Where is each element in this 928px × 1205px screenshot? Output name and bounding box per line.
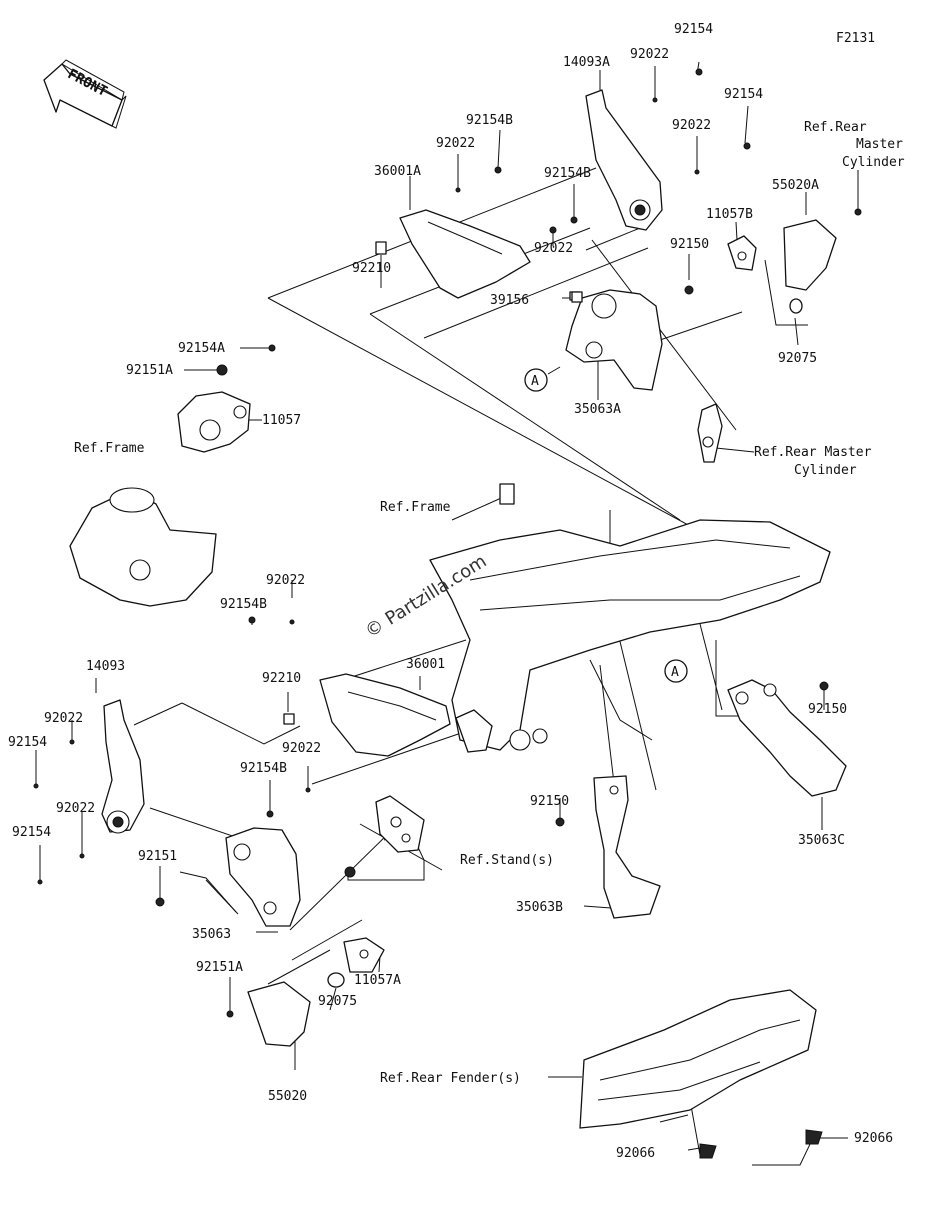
fastener-icons (33, 68, 862, 1018)
callout-label: A (671, 665, 679, 680)
label-11057a: 11057A (354, 973, 401, 988)
label-ref-rear-master: Ref.Rear Master (754, 445, 872, 460)
label-92151: 92151 (138, 849, 177, 864)
part-36001a (375, 209, 531, 299)
label-92150: 92150 (808, 702, 847, 717)
part-11057a (343, 937, 385, 973)
label-ref-rear-fenders: Ref.Rear Fender(s) (380, 1071, 521, 1086)
label-92210: 92210 (262, 671, 301, 686)
label-35063: 35063 (192, 927, 231, 942)
label-92022: 92022 (534, 241, 573, 256)
part-main-frame-ref (429, 483, 831, 751)
part-35063 (225, 827, 301, 927)
part-35063a (565, 289, 663, 391)
label-92154a: 92154A (178, 341, 225, 356)
part-35063c (727, 679, 847, 797)
label-92022: 92022 (56, 801, 95, 816)
label-92022: 92022 (266, 573, 305, 588)
label-92154: 92154 (12, 825, 51, 840)
label-92154: 92154 (724, 87, 763, 102)
label-92066: 92066 (854, 1131, 893, 1146)
label-cylinder: Cylinder (842, 155, 905, 170)
part-55020 (247, 972, 345, 1047)
label-36001: 36001 (406, 657, 445, 672)
label-35063b: 35063B (516, 900, 563, 915)
callout-marker-a-upper: A (524, 368, 548, 392)
label-92022: 92022 (44, 711, 83, 726)
label-36001a: 36001A (374, 164, 421, 179)
front-arrow-icon: FRONT (43, 59, 127, 129)
part-11057 (177, 364, 251, 453)
label-ref-frame: Ref.Frame (74, 441, 145, 456)
callout-label: A (531, 374, 539, 389)
figure-code: F2131 (836, 31, 875, 46)
label-92154b: 92154B (220, 597, 267, 612)
label-55020a: 55020A (772, 178, 819, 193)
part-stand-bracket (344, 709, 493, 878)
label-92066: 92066 (616, 1146, 655, 1161)
label-92154b: 92154B (544, 166, 591, 181)
label-14093a: 14093A (563, 55, 610, 70)
label-92154b: 92154B (240, 761, 287, 776)
label-92150: 92150 (530, 794, 569, 809)
label-cylinder: Cylinder (794, 463, 857, 478)
part-14093a (585, 89, 663, 231)
label-11057b: 11057B (706, 207, 753, 222)
label-92022: 92022 (282, 741, 321, 756)
label-35063c: 35063C (798, 833, 845, 848)
label-39156: 39156 (490, 293, 529, 308)
label-ref-stands: Ref.Stand(s) (460, 853, 554, 868)
part-frame-ref-left (69, 487, 217, 607)
label-35063a: 35063A (574, 402, 621, 417)
label-92022: 92022 (630, 47, 669, 62)
label-ref-frame: Ref.Frame (380, 500, 451, 515)
part-rear-master-cylinder-ref (697, 403, 723, 463)
label-55020: 55020 (268, 1089, 307, 1104)
label-92154: 92154 (8, 735, 47, 750)
part-11057b (727, 235, 757, 271)
part-55020a (783, 219, 837, 314)
callout-marker-a-lower: A (664, 659, 688, 683)
label-92151a: 92151A (196, 960, 243, 975)
part-rear-fender-ref (579, 989, 823, 1159)
label-92154: 92154 (674, 22, 713, 37)
part-labels: F2131 92154 92022 14093A 92154 92022 921… (8, 22, 905, 1161)
label-92022: 92022 (436, 136, 475, 151)
label-92154b: 92154B (466, 113, 513, 128)
label-ref-rear: Ref.Rear (804, 120, 867, 135)
label-92022: 92022 (672, 118, 711, 133)
label-92075: 92075 (318, 994, 357, 1009)
label-92075: 92075 (778, 351, 817, 366)
label-11057: 11057 (262, 413, 301, 428)
label-14093: 14093 (86, 659, 125, 674)
label-master: Master (856, 137, 903, 152)
label-92210: 92210 (352, 261, 391, 276)
part-14093 (101, 699, 145, 834)
label-92150: 92150 (670, 237, 709, 252)
part-36001 (283, 673, 451, 757)
part-35063b (593, 775, 661, 919)
label-92151a: 92151A (126, 363, 173, 378)
